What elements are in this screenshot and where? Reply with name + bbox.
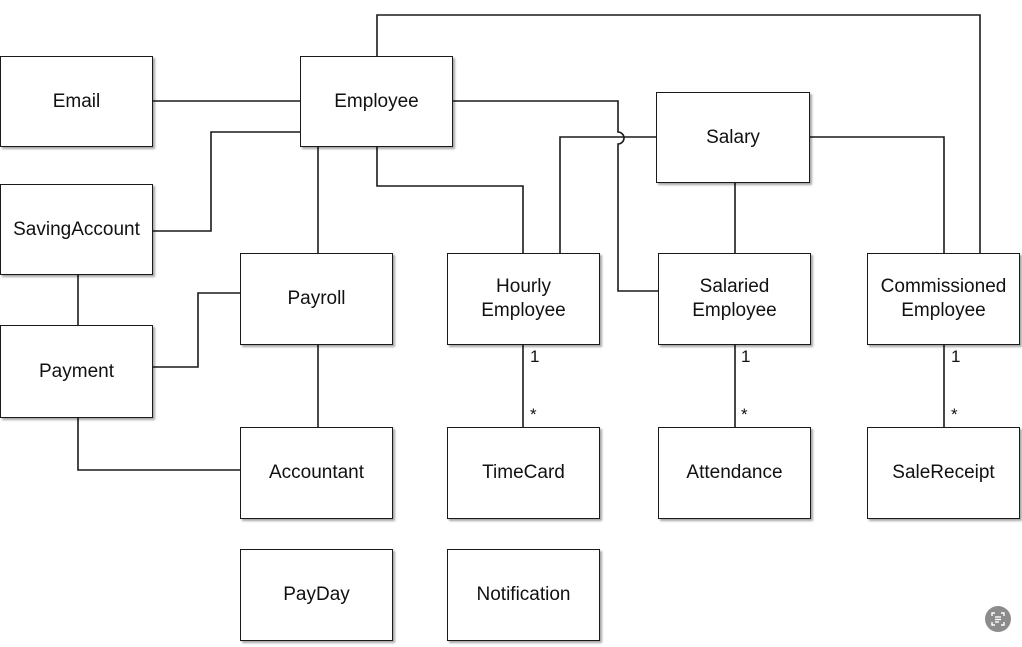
class-accountant[interactable]: Accountant	[240, 427, 393, 519]
class-email-label: Email	[52, 90, 101, 112]
class-pay-day[interactable]: PayDay	[240, 549, 393, 641]
connector-payment-accountant	[77, 418, 240, 471]
multiplicity-salaried-many: *	[741, 405, 748, 424]
multiplicity-salaried-one: 1	[741, 347, 751, 366]
scan-text-icon-glyph	[991, 612, 1005, 626]
class-commissioned-employee-label-line1: Commissioned	[880, 276, 1007, 297]
class-time-card-label: TimeCard	[482, 462, 565, 483]
class-salaried-employee[interactable]: Salaried Employee	[658, 253, 811, 345]
class-saving-account-label: SavingAccount	[13, 218, 140, 240]
class-accountant-label: Accountant	[268, 462, 365, 483]
class-commissioned-employee[interactable]: Commissioned Employee	[867, 253, 1020, 345]
class-salary[interactable]: Salary	[656, 92, 810, 183]
multiplicity-hourly-many: *	[530, 405, 537, 424]
connector-salary-hourly	[559, 136, 656, 253]
connector-savingaccount-employee	[153, 131, 300, 232]
class-hourly-employee[interactable]: Hourly Employee	[447, 253, 600, 345]
class-notification-label: Notification	[476, 584, 571, 605]
class-time-card[interactable]: TimeCard	[447, 427, 600, 519]
class-payment[interactable]: Payment	[0, 325, 153, 418]
connector-salary-commissioned	[810, 136, 945, 253]
class-salary-label: Salary	[706, 126, 760, 148]
connector-employee-salaried	[453, 100, 658, 292]
class-payment-label: Payment	[39, 360, 114, 382]
class-payroll-label: Payroll	[287, 288, 346, 309]
class-employee[interactable]: Employee	[300, 56, 453, 147]
class-employee-label: Employee	[334, 90, 419, 112]
class-payroll[interactable]: Payroll	[240, 253, 393, 345]
class-hourly-employee-label-line1: Hourly	[496, 276, 551, 297]
class-hourly-employee-label-line2: Employee	[481, 300, 566, 321]
class-salaried-employee-label-line2: Employee	[692, 300, 777, 321]
multiplicity-commissioned-many: *	[951, 405, 958, 424]
class-attendance-label: Attendance	[686, 462, 783, 483]
class-salaried-employee-label-line1: Salaried	[699, 276, 770, 297]
scan-text-icon[interactable]	[985, 606, 1011, 632]
multiplicity-commissioned-one: 1	[951, 347, 961, 366]
connector-employee-commissioned	[376, 14, 981, 253]
class-notification[interactable]: Notification	[447, 549, 600, 641]
multiplicity-hourly-one: 1	[530, 347, 540, 366]
class-pay-day-label: PayDay	[283, 584, 350, 605]
class-email[interactable]: Email	[0, 56, 153, 147]
class-saving-account[interactable]: SavingAccount	[0, 184, 153, 275]
connector-employee-hourly	[376, 147, 524, 253]
connector-payment-payroll	[153, 292, 240, 368]
class-commissioned-employee-label-line2: Employee	[901, 300, 986, 321]
class-sale-receipt[interactable]: SaleReceipt	[867, 427, 1020, 519]
class-attendance[interactable]: Attendance	[658, 427, 811, 519]
class-sale-receipt-label: SaleReceipt	[892, 462, 995, 483]
